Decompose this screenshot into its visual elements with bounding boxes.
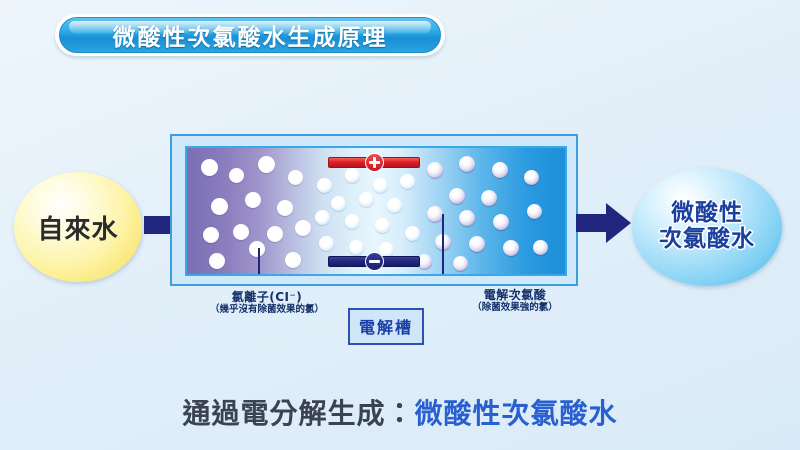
water-bubble <box>319 236 334 251</box>
hypochlorous-acid-bubble <box>533 240 548 255</box>
chloride-ion-bubble <box>295 220 311 236</box>
chloride-ion-bubble <box>285 252 301 268</box>
electrolysis-cell-container <box>170 134 578 286</box>
chloride-ion-bubble <box>288 170 303 185</box>
chloride-ion-bubble <box>201 159 218 176</box>
hypochlorous-acid-bubble <box>459 156 475 172</box>
hypochlorous-acid-callout: 電解次氯酸 （除菌效果強的氯） <box>440 288 590 314</box>
hypochlorous-acid-bubble <box>453 256 468 271</box>
water-bubble <box>349 240 364 255</box>
caption-highlight: 微酸性次氯酸水 <box>414 397 618 430</box>
chloride-ion-bubble <box>229 168 244 183</box>
hypochlorous-acid-bubble <box>481 190 497 206</box>
minus-icon <box>365 251 384 271</box>
water-bubble <box>317 178 332 193</box>
product-water-bubble: 微酸性 次氯酸水 <box>632 168 782 286</box>
chloride-ion-bubble <box>233 224 249 240</box>
chloride-ion-bubble <box>277 200 293 216</box>
chloride-ion-bubble <box>211 198 228 215</box>
water-bubble <box>405 226 420 241</box>
bottom-caption: 通過電分解生成：微酸性次氯酸水 <box>0 392 800 432</box>
chloride-ion-pointer-line <box>258 248 260 274</box>
hypochlorous-acid-label: 電解次氯酸 <box>483 288 547 302</box>
negative-electrode <box>328 251 420 271</box>
hypochlorous-acid-bubble <box>503 240 519 256</box>
water-bubble <box>359 192 374 207</box>
hypochlorous-acid-bubble <box>527 204 542 219</box>
positive-electrode <box>328 152 420 172</box>
minus-bar <box>369 259 380 263</box>
water-bubble <box>345 214 360 229</box>
water-bubble <box>387 198 402 213</box>
hypochlorous-acid-bubble <box>459 210 475 226</box>
hypochlorous-acid-bubble <box>493 214 509 230</box>
product-label-line1: 微酸性 <box>671 200 743 227</box>
chloride-ion-sublabel: （幾乎沒有除菌效果的氯） <box>209 303 324 315</box>
source-water-bubble: 自來水 <box>14 172 142 282</box>
hypochlorous-acid-bubble <box>427 162 443 178</box>
electrolysis-cell-vessel <box>185 146 567 276</box>
plus-icon <box>365 152 384 172</box>
water-bubble <box>345 168 360 183</box>
caption-prefix: 通過電分解生成： <box>182 397 415 430</box>
water-bubble <box>331 196 346 211</box>
electrolysis-tank-label: 電解槽 <box>348 308 425 345</box>
chloride-ion-bubble <box>249 241 265 257</box>
chloride-ion-bubble <box>203 227 219 243</box>
water-bubble <box>379 242 394 257</box>
plus-bar-vertical <box>373 156 376 168</box>
title-pill: 微酸性次氯酸水生成原理 <box>59 17 441 53</box>
chloride-ion-bubble <box>209 253 225 269</box>
hypochlorous-acid-pointer-line <box>442 214 444 274</box>
water-bubble <box>373 178 388 193</box>
hypochlorous-acid-sublabel: （除菌效果強的氯） <box>472 301 558 313</box>
hypochlorous-acid-bubble <box>469 236 485 252</box>
hypochlorous-acid-bubble <box>427 206 443 222</box>
hypochlorous-acid-bubble <box>524 170 539 185</box>
water-bubble <box>315 210 330 225</box>
product-label-line2: 次氯酸水 <box>659 226 755 252</box>
chloride-ion-label: 氯離子(CI⁻) <box>231 290 303 304</box>
hypochlorous-acid-bubble <box>492 162 508 178</box>
title-banner: 微酸性次氯酸水生成原理 <box>55 14 445 56</box>
water-bubble <box>400 174 415 189</box>
hypochlorous-acid-bubble <box>449 188 465 204</box>
chloride-ion-callout: 氯離子(CI⁻) （幾乎沒有除菌效果的氯） <box>182 290 352 316</box>
chloride-ion-bubble <box>245 192 261 208</box>
chloride-ion-bubble <box>267 226 283 242</box>
hypochlorous-acid-bubble <box>417 254 432 269</box>
source-water-label: 自來水 <box>37 214 119 245</box>
water-bubble <box>375 218 390 233</box>
outflow-arrow-icon <box>576 202 632 244</box>
chloride-ion-bubble <box>258 156 275 173</box>
page-title: 微酸性次氯酸水生成原理 <box>112 25 388 51</box>
